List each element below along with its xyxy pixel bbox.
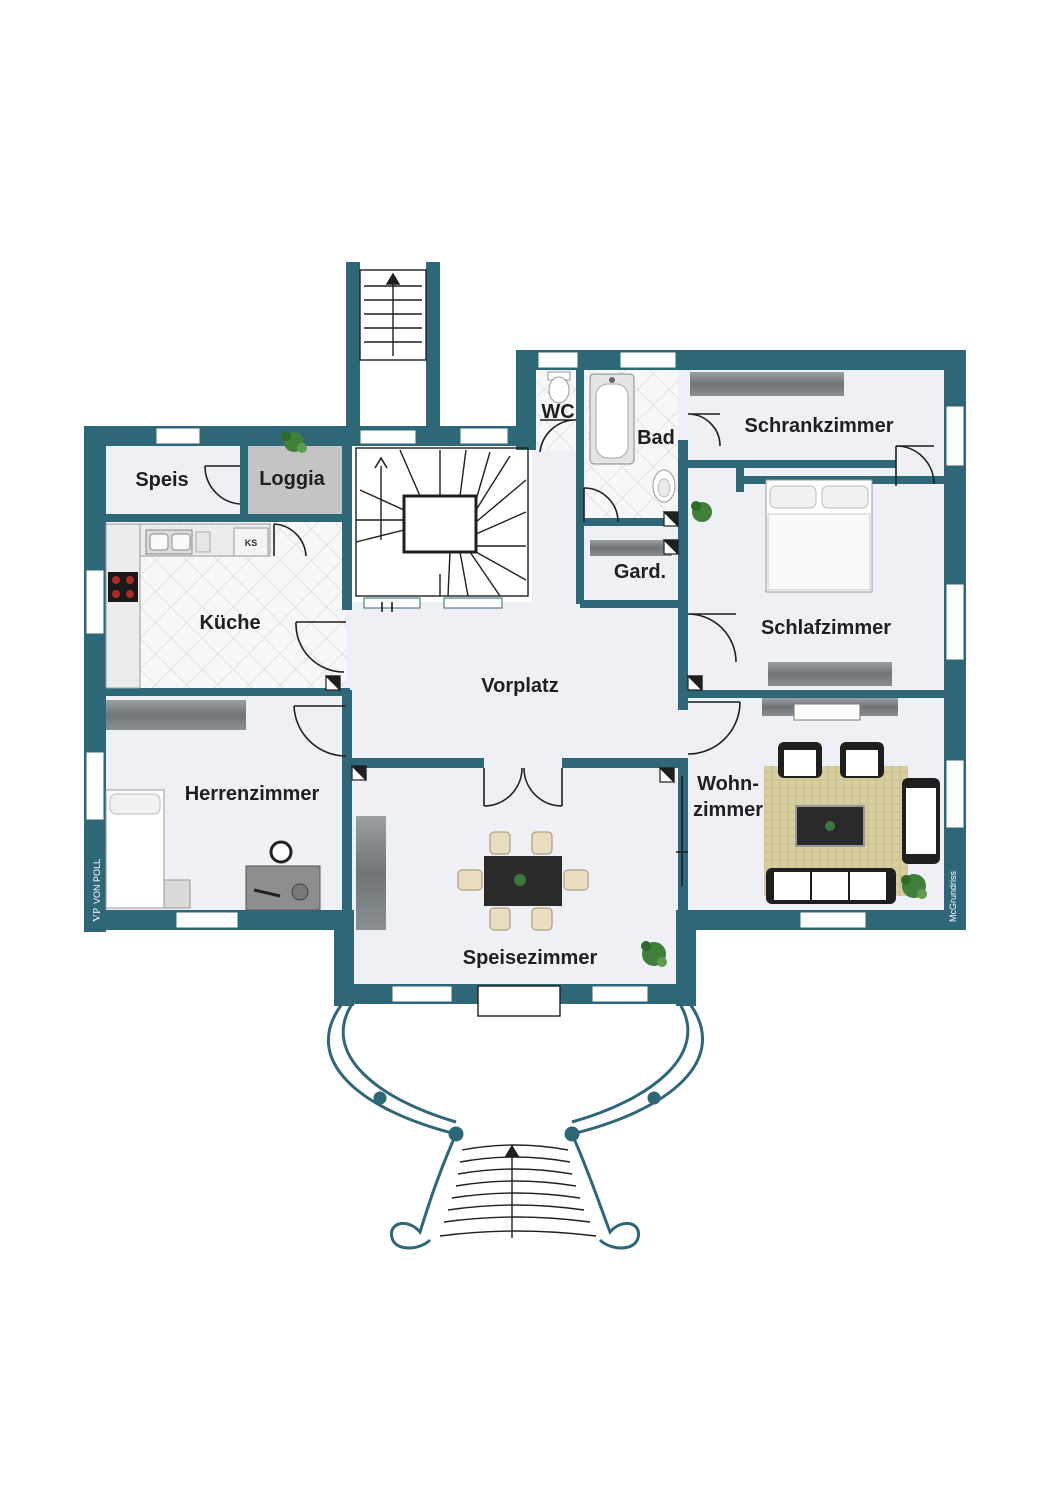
living-room-set (764, 742, 940, 904)
kitchen-counter-side (105, 523, 141, 689)
balcony (327, 1003, 704, 1250)
label-kueche: Küche (199, 612, 260, 634)
credit-text: McGrundriss (948, 870, 958, 922)
label-herrenzimmer: Herrenzimmer (185, 783, 320, 805)
kitchen-fixtures: KS (105, 523, 271, 689)
toilet-icon (547, 371, 571, 404)
fridge-label: KS (245, 538, 258, 548)
label-wc: WC (541, 401, 574, 423)
double-bed-icon (765, 479, 873, 593)
label-loggia: Loggia (259, 468, 325, 490)
washbasin-icon (652, 469, 676, 503)
entry-stair-bottom (439, 985, 597, 1238)
garderobe-rail (590, 540, 672, 556)
plant-icon-dining (641, 941, 667, 967)
cooktop-icon (108, 572, 138, 602)
plant-icons (281, 431, 927, 967)
label-bad: Bad (637, 427, 675, 449)
plant-icon-bedroom (691, 501, 712, 522)
sofa-icon (766, 868, 896, 904)
svg-text:VP: VP (91, 908, 103, 922)
plant-icon-living (901, 874, 927, 899)
single-bed-icon (105, 789, 191, 909)
wardrobes (106, 372, 898, 930)
svg-text:VON POLL: VON POLL (92, 859, 102, 904)
label-wohnzimmer-2: zimmer (693, 799, 763, 821)
label-vorplatz: Vorplatz (481, 675, 558, 697)
label-speis: Speis (135, 469, 188, 491)
label-schrankzimmer: Schrankzimmer (745, 415, 894, 437)
label-speisezimmer: Speisezimmer (463, 947, 598, 969)
desk-icon (245, 840, 321, 911)
top-stair (359, 269, 427, 361)
dining-table-icon (457, 831, 589, 931)
brand-logo: VP VON POLL (91, 859, 103, 922)
armchair-icon (778, 742, 940, 864)
label-wohnzimmer-1: Wohn- (697, 773, 759, 795)
sink-icon (145, 529, 211, 555)
plant-icon-loggia (281, 431, 307, 453)
fridge (233, 527, 269, 557)
room-labels: Speis Loggia Küche WC Bad Schrankzimmer … (135, 401, 893, 969)
label-schlafzimmer: Schlafzimmer (761, 617, 891, 639)
interior-staircase (355, 447, 529, 597)
bath-fixtures (547, 371, 676, 503)
shaft-markers (324, 511, 703, 784)
label-garderobe: Gard. (614, 561, 666, 583)
windows (85, 351, 965, 1003)
bathtub-icon (589, 373, 635, 465)
doors (204, 413, 935, 886)
